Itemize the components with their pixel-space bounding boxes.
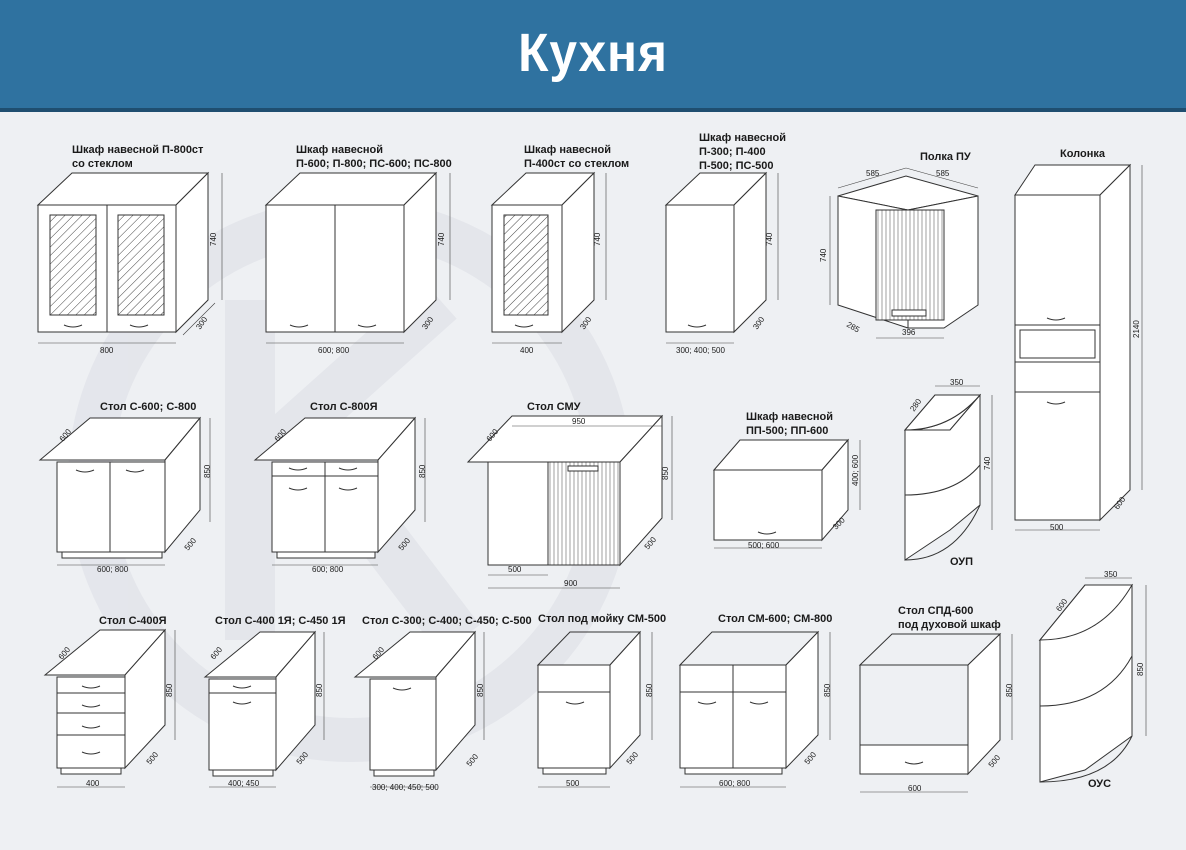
dim-height: 850 (476, 683, 485, 697)
dim-height: 850 (823, 683, 832, 697)
cabinet-p800st: Шкаф навесной П-800ст со стеклом 800 740… (36, 144, 223, 355)
dim-width: 600 (908, 784, 922, 793)
dim-height: 850 (203, 464, 212, 478)
dim-height: 740 (209, 232, 218, 246)
dim-height: 2140 (1132, 320, 1141, 338)
label-p300-2: П-300; П-400 (699, 146, 766, 158)
table-s400ya: Стол С-400Я 400 850 600 500 (43, 615, 176, 788)
dim-height: 400; 600 (851, 454, 860, 486)
label-smu: Стол СМУ (527, 401, 581, 413)
dim-width: 500 (566, 779, 580, 788)
label-p400st-2: П-400ст со стеклом (524, 158, 629, 170)
dim-height: 740 (983, 456, 992, 470)
dim-width: 300; 400; 450; 500 (372, 783, 439, 792)
label-spd600-2: под духовой шкаф (898, 619, 1001, 631)
label-p800st-2: со стеклом (72, 158, 133, 170)
shelf-ous: 350 600 850 ОУС (1038, 570, 1147, 790)
dim-width: 500; 600 (748, 541, 780, 550)
dim-depth2: 500 (145, 750, 161, 766)
dim-depth2: 500 (625, 750, 641, 766)
label-p300-3: П-500; ПС-500 (699, 160, 774, 172)
table-s600: Стол С-600; С-800 600; 800 850 600 500 (38, 401, 212, 574)
dim-depth: 600 (209, 645, 225, 661)
dim-width: 600; 800 (719, 779, 751, 788)
dim-height: 850 (661, 466, 670, 480)
dim-width: 300; 400; 500 (676, 346, 725, 355)
page-title: Кухня (518, 23, 668, 83)
cabinet-pp500: Шкаф навесной ПП-500; ПП-600 500; 600 40… (712, 411, 861, 550)
label-s600: Стол С-600; С-800 (100, 401, 196, 413)
label-p600-1: Шкаф навесной (296, 144, 383, 156)
label-sm600: Стол СМ-600; СМ-800 (718, 613, 832, 625)
dim-top: 950 (572, 417, 586, 426)
label-pp500-2: ПП-500; ПП-600 (746, 425, 828, 437)
dim-height: 740 (593, 232, 602, 246)
shelf-pu: Полка ПУ 585 585 740 285 396 (819, 151, 979, 339)
dim-depth2: 500 (465, 752, 481, 768)
cabinet-p300: Шкаф навесной П-300; П-400 П-500; ПС-500… (664, 132, 786, 355)
dim-height: 740 (437, 232, 446, 246)
dim-height: 850 (315, 683, 324, 697)
label-p300-1: Шкаф навесной (699, 132, 786, 144)
dim-depth: 300 (578, 315, 593, 332)
dim-depth: 300 (194, 315, 209, 332)
label-spd600-1: Стол СПД-600 (898, 605, 973, 617)
dim-width: 600; 800 (97, 565, 129, 574)
label-p600-2: П-600; П-800; ПС-600; ПС-800 (296, 158, 452, 170)
label-s400ya: Стол С-400Я (99, 615, 167, 627)
table-spd600: Стол СПД-600 под духовой шкаф 600 850 50… (858, 605, 1014, 793)
label-p400st-1: Шкаф навесной (524, 144, 611, 156)
dim-depth: 285 (845, 320, 862, 335)
dim-width: 400 (86, 779, 100, 788)
table-s400-1ya: Стол С-400 1Я; С-450 1Я 400; 450 850 600… (203, 615, 346, 788)
label-ous: ОУС (1088, 778, 1111, 790)
cabinet-p400st: Шкаф навесной П-400ст со стеклом 400 740… (490, 144, 629, 355)
dim-depth2: 500 (183, 536, 199, 552)
shelf-oup: 350 280 740 ОУП (903, 378, 993, 568)
dim-d1: 585 (866, 169, 880, 178)
dim-width: 500 (1050, 523, 1064, 532)
dim-width: 350 (1104, 570, 1118, 579)
dim-height: 850 (165, 683, 174, 697)
dim-width2: 900 (564, 579, 578, 588)
dim-depth2: 500 (803, 750, 819, 766)
dim-height: 850 (418, 464, 427, 478)
dim-width: 400 (520, 346, 534, 355)
label-sm500: Стол под мойку СМ-500 (538, 613, 666, 625)
header-bar: Кухня (0, 0, 1186, 112)
dim-width: 800 (100, 346, 114, 355)
dim-width: 350 (950, 378, 964, 387)
dim-height: 740 (765, 232, 774, 246)
dim-width: 600; 800 (312, 565, 344, 574)
label-oup: ОУП (950, 556, 973, 568)
table-s300: Стол С-300; С-400; С-450; С-500 300; 400… (353, 615, 532, 792)
label-kolonka: Колонка (1060, 148, 1106, 160)
label-s300: Стол С-300; С-400; С-450; С-500 (362, 615, 532, 627)
label-pp500-1: Шкаф навесной (746, 411, 833, 423)
dim-height: 850 (645, 683, 654, 697)
label-p800st-1: Шкаф навесной П-800ст (72, 144, 204, 156)
kitchen-furniture-diagram: Шкаф навесной П-800ст со стеклом 800 740… (36, 132, 1147, 793)
table-sm500: Стол под мойку СМ-500 500 850 500 (536, 613, 666, 788)
dim-height: 850 (1136, 662, 1145, 676)
table-s800ya: Стол С-800Я 600; 800 850 600 500 (253, 401, 427, 574)
dim-width1: 500 (508, 565, 522, 574)
dim-height: 740 (819, 248, 828, 262)
label-s400-1ya: Стол С-400 1Я; С-450 1Я (215, 615, 346, 627)
column-kolonka: Колонка 500 2140 600 (1014, 148, 1143, 532)
dim-depth: 300 (751, 315, 766, 332)
dim-height: 850 (1005, 683, 1014, 697)
label-pu: Полка ПУ (920, 151, 971, 163)
dim-width: 400; 450 (228, 779, 260, 788)
dim-depth2: 500 (987, 753, 1003, 769)
dim-width: 396 (902, 328, 916, 337)
cabinet-p600: Шкаф навесной П-600; П-800; ПС-600; ПС-8… (264, 144, 452, 355)
table-sm600: Стол СМ-600; СМ-800 600; 800 850 500 (678, 613, 832, 788)
dim-width: 600; 800 (318, 346, 350, 355)
label-s800ya: Стол С-800Я (310, 401, 378, 413)
dim-d2: 585 (936, 169, 950, 178)
table-smu: Стол СМУ 950 850 600 500 500 900 (466, 401, 673, 589)
